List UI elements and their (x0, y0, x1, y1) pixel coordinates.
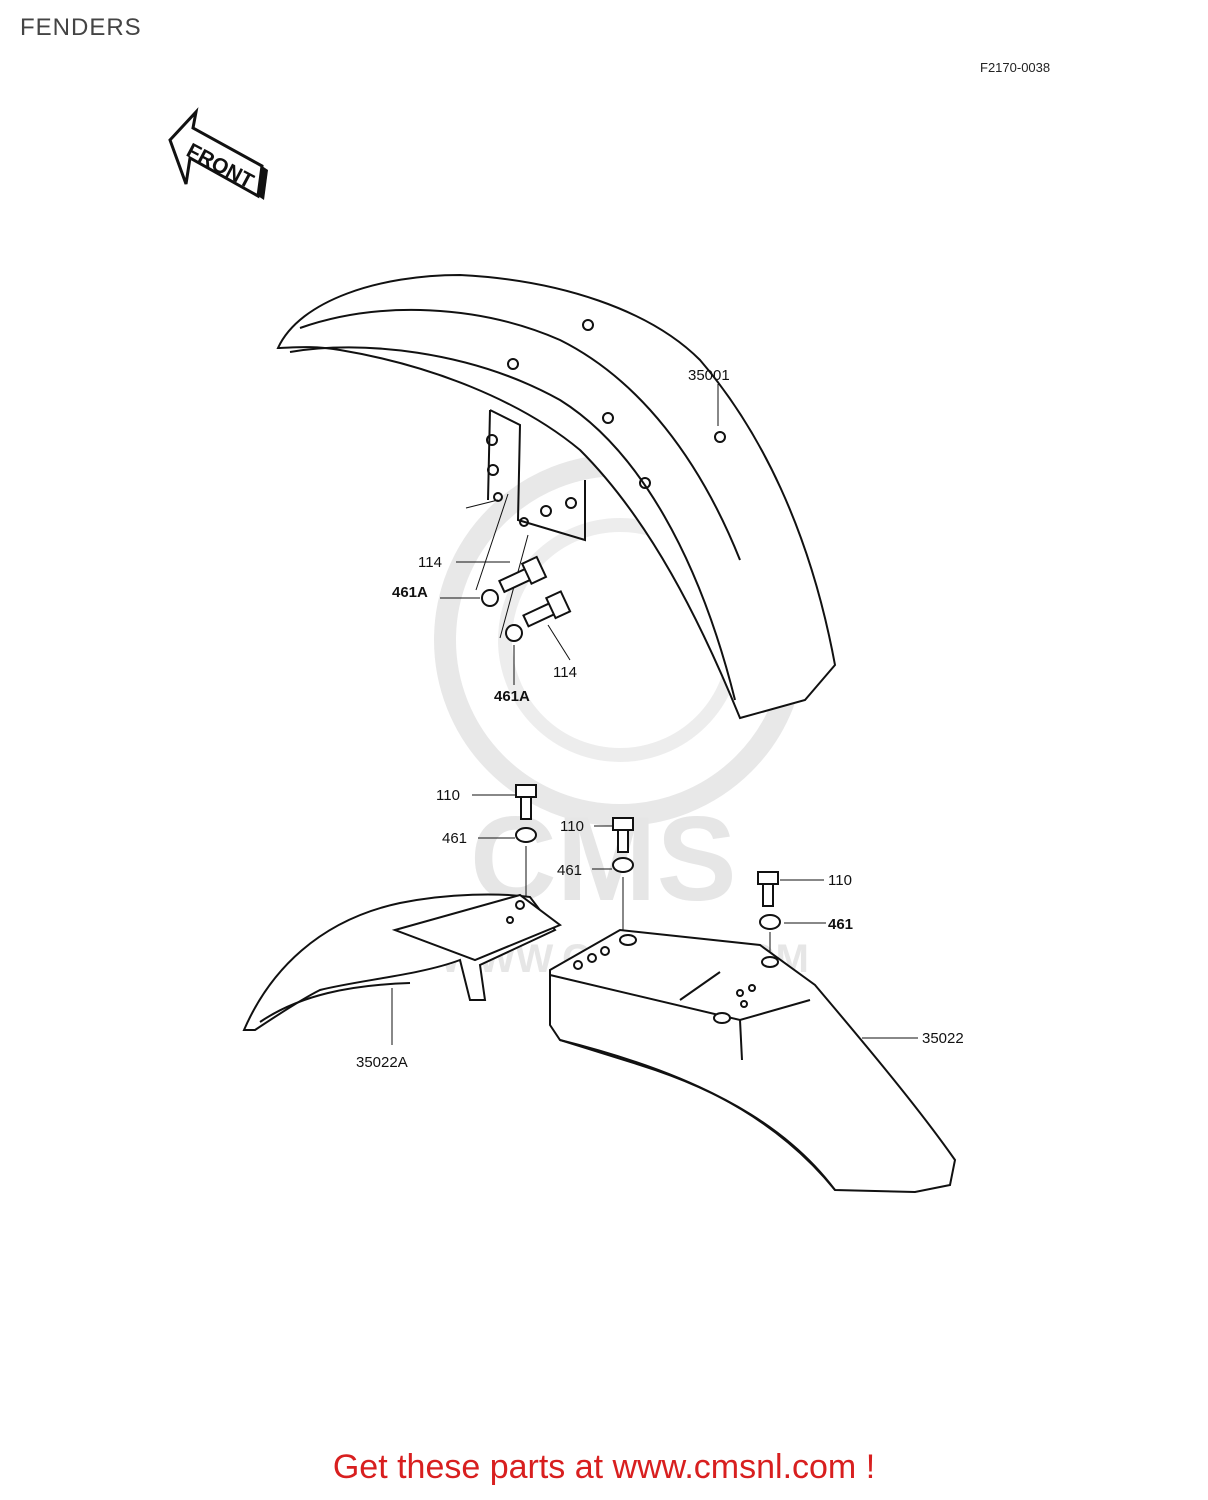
washer-461A-upper (481, 589, 499, 607)
footer-cta[interactable]: Get these parts at www.cmsnl.com ! (332, 1448, 876, 1486)
label-35022A: 35022A (356, 1054, 408, 1071)
bolt-110-c-head (757, 871, 779, 885)
rear-fender-a (242, 893, 563, 1031)
bolt-110-c-shank (762, 883, 774, 907)
callout-lines (391, 384, 918, 1045)
label-110-c: 110 (828, 872, 852, 889)
label-461-b: 461 (557, 862, 582, 879)
label-114-lower: 114 (553, 664, 577, 681)
front-fender (276, 273, 837, 720)
label-461A-left: 461A (392, 584, 428, 601)
washer-461-b (612, 857, 634, 873)
bolt-110-a-shank (520, 796, 532, 820)
parts-diagram: CMS WWW.CMSNL.COM FRONT (168, 107, 964, 1194)
front-arrow: FRONT (168, 107, 268, 200)
figure-code: F2170-0038 (980, 60, 1051, 75)
bolt-110-b-shank (617, 829, 629, 853)
label-461-c: 461 (828, 916, 853, 933)
bolt-110-b-head (612, 817, 634, 831)
label-35022: 35022 (922, 1030, 964, 1047)
bolt-114-lower (522, 590, 572, 628)
callout-labels: 35001 114 461A 114 461A 110 461 110 461 … (356, 367, 964, 1071)
washer-461A-lower (505, 624, 523, 642)
label-35001: 35001 (688, 367, 730, 384)
label-114-upper: 114 (418, 554, 442, 571)
label-110-b: 110 (560, 818, 584, 835)
bolt-110-a-head (515, 784, 537, 798)
label-461A-lower: 461A (494, 688, 530, 705)
bolt-114-upper (498, 555, 548, 594)
rear-fender-hardware (515, 784, 781, 930)
front-fender-hardware (465, 493, 572, 642)
rear-fender (549, 928, 957, 1194)
washer-461-c (759, 914, 781, 930)
label-461-a: 461 (442, 830, 467, 847)
washer-461-a (515, 827, 537, 843)
label-110-a: 110 (436, 787, 460, 804)
page-title: FENDERS (20, 14, 142, 41)
